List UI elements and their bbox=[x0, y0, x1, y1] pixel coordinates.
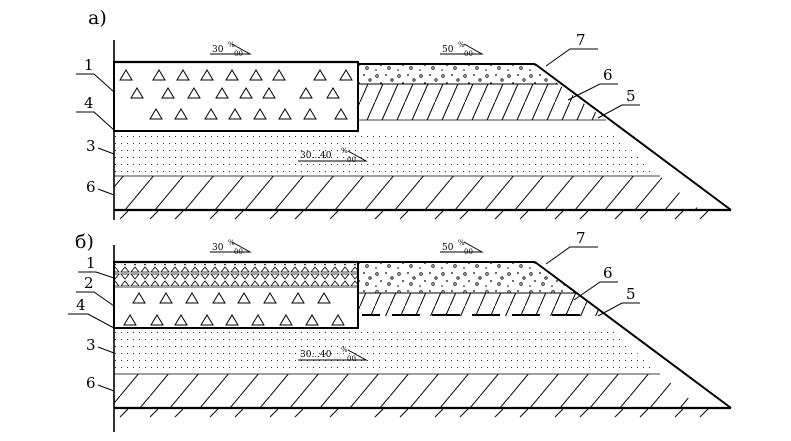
svg-text:7: 7 bbox=[576, 229, 586, 247]
svg-text:4: 4 bbox=[76, 296, 86, 314]
svg-text:5: 5 bbox=[626, 87, 636, 105]
layer-6-shoulder-a bbox=[358, 84, 606, 120]
svg-text:00: 00 bbox=[347, 156, 356, 164]
embankment-slope-a bbox=[534, 63, 732, 211]
callout-5-b: 5 bbox=[597, 285, 640, 317]
svg-text:30: 30 bbox=[212, 45, 224, 55]
svg-text:5: 5 bbox=[626, 285, 636, 303]
callout-6-left-b: 6 bbox=[86, 374, 115, 392]
slope-label-top-right-a: 50 % 00 bbox=[440, 41, 484, 58]
callout-1-a: 1 bbox=[76, 56, 115, 93]
layer-7-shoulder-a bbox=[358, 64, 558, 84]
layer-6-subgrade-a bbox=[114, 176, 700, 210]
svg-text:%: % bbox=[458, 239, 465, 247]
slope-label-top-left-b: 30 % 00 bbox=[210, 239, 252, 256]
panel-label-b: б) bbox=[75, 231, 94, 253]
callout-7-a: 7 bbox=[545, 31, 598, 67]
figure-b: б) bbox=[68, 229, 732, 432]
svg-text:7: 7 bbox=[576, 31, 586, 49]
callout-4-b: 4 bbox=[68, 296, 115, 329]
callout-5-a: 5 bbox=[597, 87, 640, 119]
callout-4-a: 4 bbox=[76, 94, 115, 131]
layer-3-sand-a bbox=[114, 131, 660, 176]
layer-6-subgrade-b bbox=[114, 374, 700, 408]
svg-text:50: 50 bbox=[442, 243, 454, 253]
callout-2-b: 2 bbox=[76, 274, 115, 307]
layer-1-wearing-b bbox=[114, 264, 358, 286]
svg-text:1: 1 bbox=[86, 254, 96, 272]
slope-label-top-left-a: 30 % 00 bbox=[210, 41, 252, 58]
svg-text:3: 3 bbox=[86, 336, 96, 354]
svg-text:%: % bbox=[228, 41, 235, 49]
pavement-aggregate-a bbox=[119, 69, 353, 120]
layer-7-shoulder-b bbox=[358, 262, 578, 293]
slope-label-base-a: 30...40 % 00 bbox=[298, 147, 368, 164]
svg-text:50: 50 bbox=[442, 45, 454, 55]
callout-6-right-a: 6 bbox=[567, 66, 618, 101]
callout-6-right-b: 6 bbox=[573, 264, 618, 301]
svg-text:%: % bbox=[341, 346, 348, 354]
svg-text:30...40: 30...40 bbox=[300, 151, 332, 161]
figure-a: а) bbox=[76, 7, 732, 220]
callout-6-left-a: 6 bbox=[86, 178, 115, 196]
svg-text:6: 6 bbox=[603, 66, 613, 84]
svg-text:%: % bbox=[458, 41, 465, 49]
callout-3-a: 3 bbox=[86, 137, 115, 155]
svg-text:6: 6 bbox=[603, 264, 613, 282]
layer-2-pavement-b bbox=[113, 261, 359, 329]
svg-text:1: 1 bbox=[84, 56, 94, 74]
slope-label-base-b: 30...40 % 00 bbox=[298, 346, 368, 363]
embankment-slope-b bbox=[534, 261, 732, 409]
svg-text:30...40: 30...40 bbox=[300, 350, 332, 360]
svg-text:4: 4 bbox=[84, 94, 94, 112]
svg-text:30: 30 bbox=[212, 243, 224, 253]
svg-text:%: % bbox=[228, 239, 235, 247]
svg-text:2: 2 bbox=[84, 274, 94, 292]
callout-7-b: 7 bbox=[545, 229, 598, 265]
callout-1-b: 1 bbox=[78, 254, 115, 279]
svg-text:6: 6 bbox=[86, 374, 96, 392]
panel-label-a: а) bbox=[88, 7, 107, 29]
layer-6-shoulder-b bbox=[358, 293, 606, 316]
svg-text:3: 3 bbox=[86, 137, 96, 155]
svg-text:00: 00 bbox=[347, 355, 356, 363]
ground-hatch-a bbox=[119, 210, 709, 220]
ground-hatch-b bbox=[119, 408, 709, 418]
layer-3-sand-b bbox=[114, 328, 660, 374]
slope-label-top-right-b: 50 % 00 bbox=[440, 239, 484, 256]
callout-3-b: 3 bbox=[86, 336, 115, 354]
svg-text:%: % bbox=[341, 147, 348, 155]
svg-text:6: 6 bbox=[86, 178, 96, 196]
pavement-aggregate-b bbox=[123, 292, 345, 326]
